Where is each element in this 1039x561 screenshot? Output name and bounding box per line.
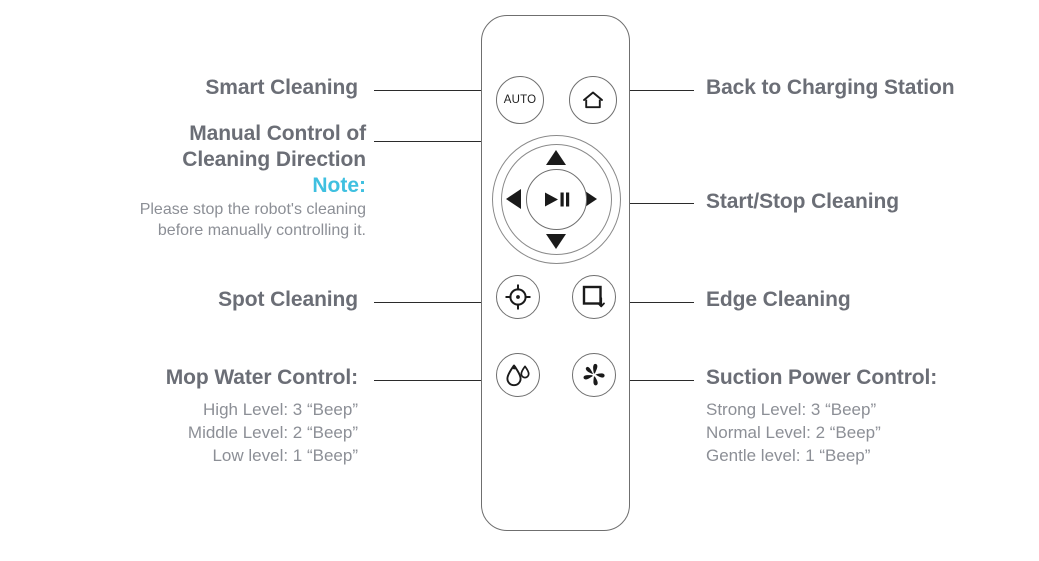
- button-direction-left[interactable]: [506, 189, 521, 209]
- callout-mop-water-level-2: Middle Level: 2 “Beep”: [187, 423, 358, 442]
- callout-back-to-charging-label: Back to Charging Station: [706, 76, 955, 99]
- leader-line-edge-cleaning: [594, 302, 694, 303]
- callout-mop-water-label: Mop Water Control:: [165, 366, 358, 389]
- callout-suction-power-level-3: Gentle level: 1 “Beep”: [706, 446, 871, 465]
- button-spot-cleaning[interactable]: [496, 275, 540, 319]
- button-suction-power-control[interactable]: [572, 353, 616, 397]
- callout-smart-cleaning-label: Smart Cleaning: [205, 76, 358, 99]
- callout-mop-water-level-1: High Level: 3 “Beep”: [203, 400, 358, 419]
- leader-line-suction-power: [594, 380, 694, 381]
- button-mop-water-control[interactable]: [496, 353, 540, 397]
- button-direction-up[interactable]: [546, 150, 566, 165]
- leader-line-back-to-charging: [609, 90, 694, 91]
- home-icon: [582, 90, 604, 110]
- leader-line-start-stop: [576, 203, 694, 204]
- leader-line-manual-control: [374, 141, 542, 142]
- button-edge-cleaning[interactable]: [572, 275, 616, 319]
- leader-line-mop-water: [374, 380, 519, 381]
- button-smart-cleaning-auto[interactable]: AUTO: [496, 76, 544, 124]
- note-heading: Note:: [312, 174, 366, 197]
- remote-control-body: AUTO: [481, 15, 630, 531]
- button-start-stop-cleaning[interactable]: [526, 169, 587, 230]
- callout-manual-control-line2: Cleaning Direction: [182, 148, 366, 171]
- water-droplets-icon: [504, 361, 532, 389]
- leader-line-smart-cleaning: [374, 90, 486, 91]
- callout-mop-water-level-3: Low level: 1 “Beep”: [212, 446, 358, 465]
- callout-suction-power-level-2: Normal Level: 2 “Beep”: [706, 423, 881, 442]
- note-body-line1: Please stop the robot's cleaning: [139, 201, 366, 218]
- callout-suction-power-level-1: Strong Level: 3 “Beep”: [706, 400, 877, 419]
- callout-start-stop-label: Start/Stop Cleaning: [706, 190, 899, 213]
- crosshair-target-icon: [505, 284, 531, 310]
- square-arrow-icon: [581, 284, 607, 310]
- callout-edge-cleaning-label: Edge Cleaning: [706, 288, 851, 311]
- auto-text-icon: AUTO: [503, 94, 537, 106]
- leader-line-spot-cleaning: [374, 302, 519, 303]
- callout-suction-power-label: Suction Power Control:: [706, 366, 938, 389]
- note-body-line2: before manually controlling it.: [157, 222, 366, 239]
- callout-manual-control-line1: Manual Control of: [189, 122, 366, 145]
- play-pause-icon: [543, 191, 571, 208]
- fan-blades-icon: [580, 361, 608, 389]
- callout-spot-cleaning-label: Spot Cleaning: [218, 288, 358, 311]
- button-direction-down[interactable]: [546, 234, 566, 249]
- button-back-to-charging[interactable]: [569, 76, 617, 124]
